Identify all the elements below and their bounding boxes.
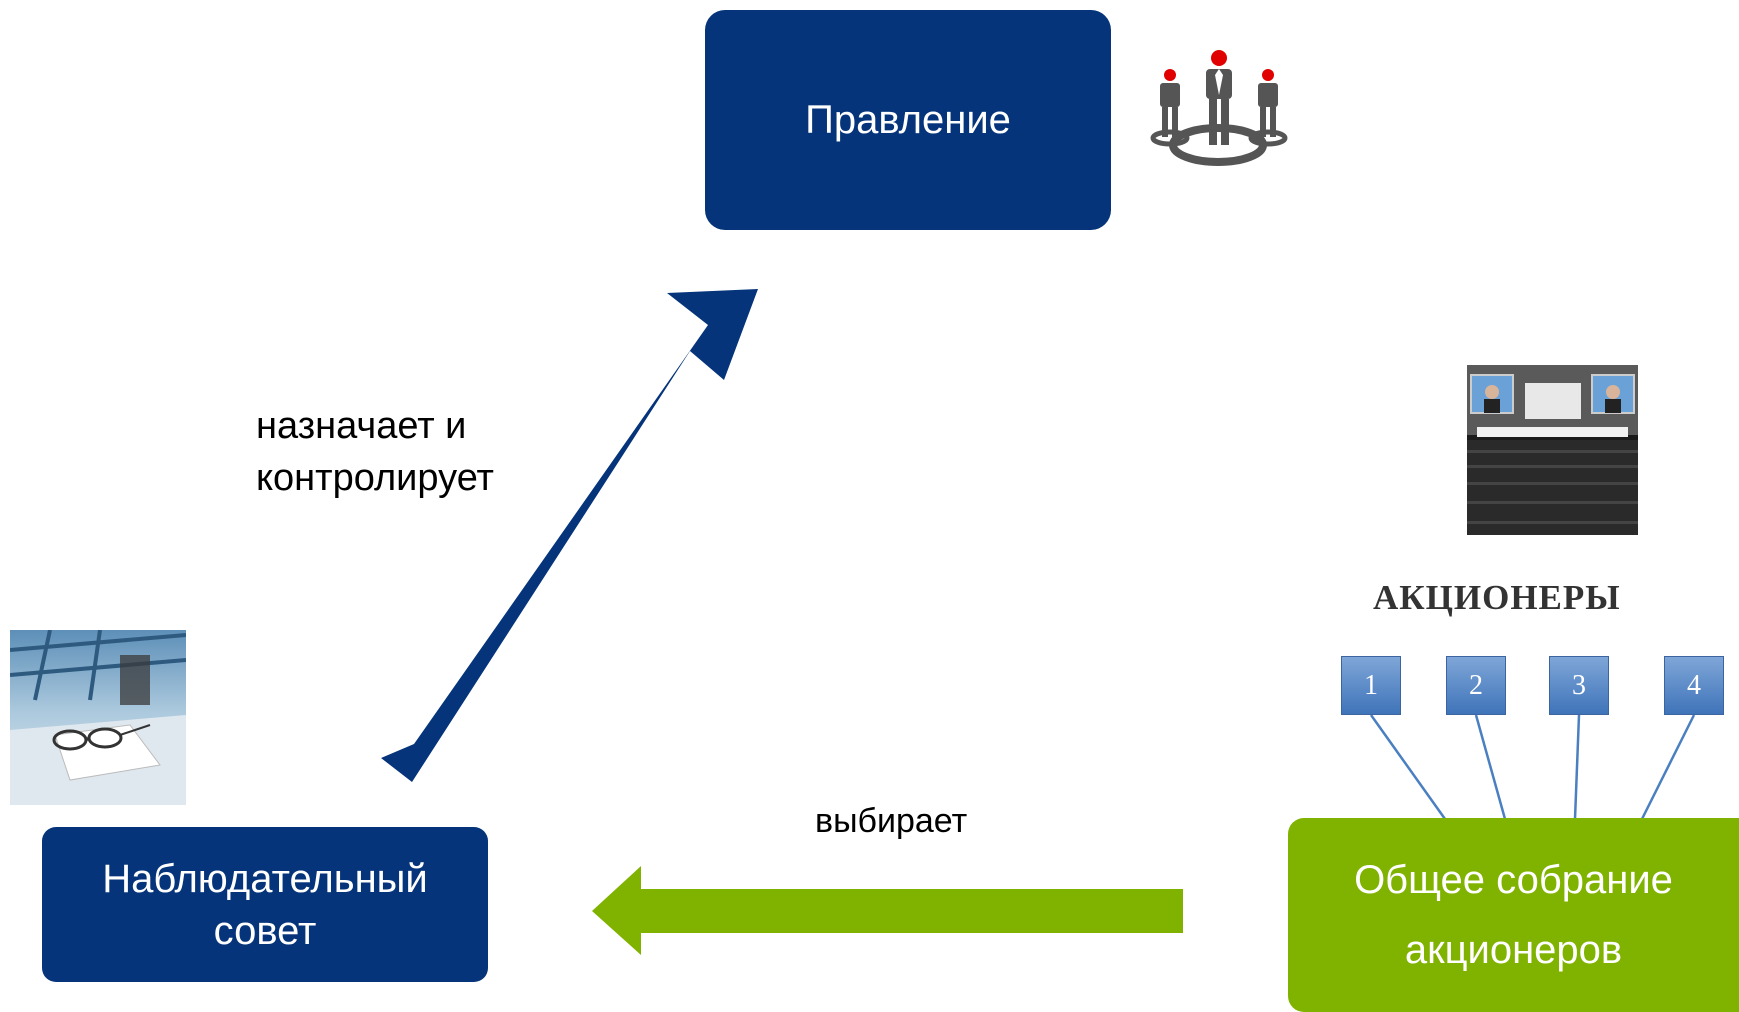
shareholder-box-3: 3 <box>1549 656 1609 715</box>
board-label: Правление <box>805 97 1011 142</box>
shareholder-box-1: 1 <box>1341 656 1401 715</box>
appoints-label-line1: назначает и <box>256 405 467 447</box>
supervisory-board-label-line2: совет <box>213 908 317 953</box>
board-node: Правление <box>705 10 1111 230</box>
shareholders-meeting-photo <box>1467 365 1638 535</box>
appoints-label-line2: контролирует <box>256 457 494 499</box>
supervisory-board-node: Наблюдательный совет <box>42 827 488 982</box>
appoints-label: назначает и контролирует <box>256 400 494 504</box>
shareholder-connectors <box>1369 714 1696 820</box>
shareholders-title: АКЦИОНЕРЫ <box>1373 578 1621 617</box>
general-meeting-label-line1: Общее собрание <box>1354 858 1673 902</box>
supervisory-board-label-line1: Наблюдательный <box>102 856 428 901</box>
office-desk-glasses-photo <box>10 630 186 805</box>
elects-arrow <box>592 866 1183 955</box>
general-meeting-node: Общее собрание акционеров <box>1288 818 1739 1012</box>
shareholder-box-2: 2 <box>1446 656 1506 715</box>
people-group-icon <box>1150 50 1288 166</box>
elects-label: выбирает <box>815 802 968 840</box>
shareholder-box-4: 4 <box>1664 656 1724 715</box>
general-meeting-label-line2: акционеров <box>1404 928 1623 972</box>
appoints-arrow <box>381 289 758 782</box>
